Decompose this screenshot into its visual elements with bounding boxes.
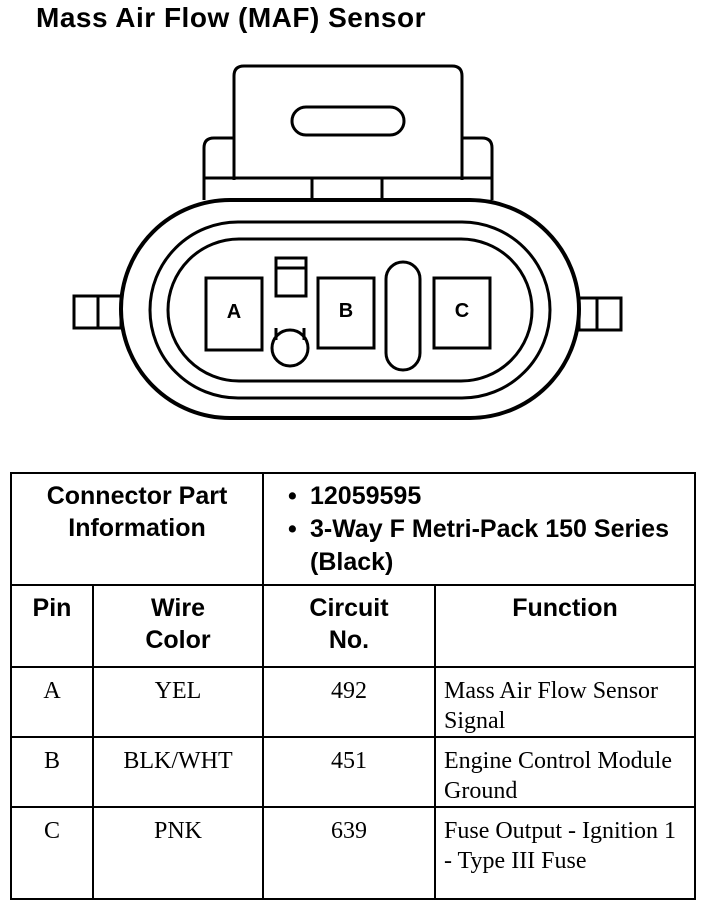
column-header-wire-color: Wire Color [92, 584, 264, 668]
latch-slot [290, 105, 406, 137]
connector-part-label: Connector Part Information [10, 472, 264, 586]
table-row: C PNK 639 Fuse Output - Ignition 1 - Typ… [10, 806, 696, 900]
pin-label-c: C [455, 300, 469, 322]
pin-label-b: B [339, 300, 353, 322]
cell-wire-color: BLK/WHT [92, 736, 264, 808]
cell-pin: C [10, 806, 94, 900]
cell-wire-color: YEL [92, 666, 264, 738]
cell-circuit: 451 [262, 736, 436, 808]
cell-pin: A [10, 666, 94, 738]
side-tab-right [577, 296, 623, 332]
center-rib [384, 260, 422, 372]
part-number: •12059595 [288, 482, 422, 510]
alignment-post [270, 328, 310, 368]
column-header-function: Function [434, 584, 696, 668]
connector-inner-shell [148, 220, 552, 400]
cell-circuit: 492 [262, 666, 436, 738]
column-header-pin: Pin [10, 584, 94, 668]
pin-label-a: A [227, 301, 241, 323]
connector-diagram: A B C [72, 64, 623, 420]
cell-wire-color: PNK [92, 806, 264, 900]
pin-cavity-a [204, 276, 264, 352]
table-row: A YEL 492 Mass Air Flow Sensor Signal [10, 666, 696, 738]
connector-type: •3-Way F Metri-Pack 150 Series (Black) [288, 515, 669, 576]
polarizing-key [274, 256, 308, 298]
column-header-circuit: Circuit No. [262, 584, 436, 668]
cell-function: Fuse Output - Ignition 1 - Type III Fuse [434, 806, 696, 900]
cell-function: Engine Control Module Ground [434, 736, 696, 808]
cell-circuit: 639 [262, 806, 436, 900]
cell-function: Mass Air Flow Sensor Signal [434, 666, 696, 738]
connector-latch [232, 64, 464, 180]
pin-cavity-b [316, 276, 376, 350]
cell-pin: B [10, 736, 94, 808]
pinout-table: Connector Part Information •12059595 •3-… [10, 472, 696, 900]
pin-cavity-c [432, 276, 492, 350]
connector-part-info: •12059595 •3-Way F Metri-Pack 150 Series… [262, 472, 696, 586]
table-row: B BLK/WHT 451 Engine Control Module Grou… [10, 736, 696, 808]
diagram-title: Mass Air Flow (MAF) Sensor [36, 2, 427, 33]
